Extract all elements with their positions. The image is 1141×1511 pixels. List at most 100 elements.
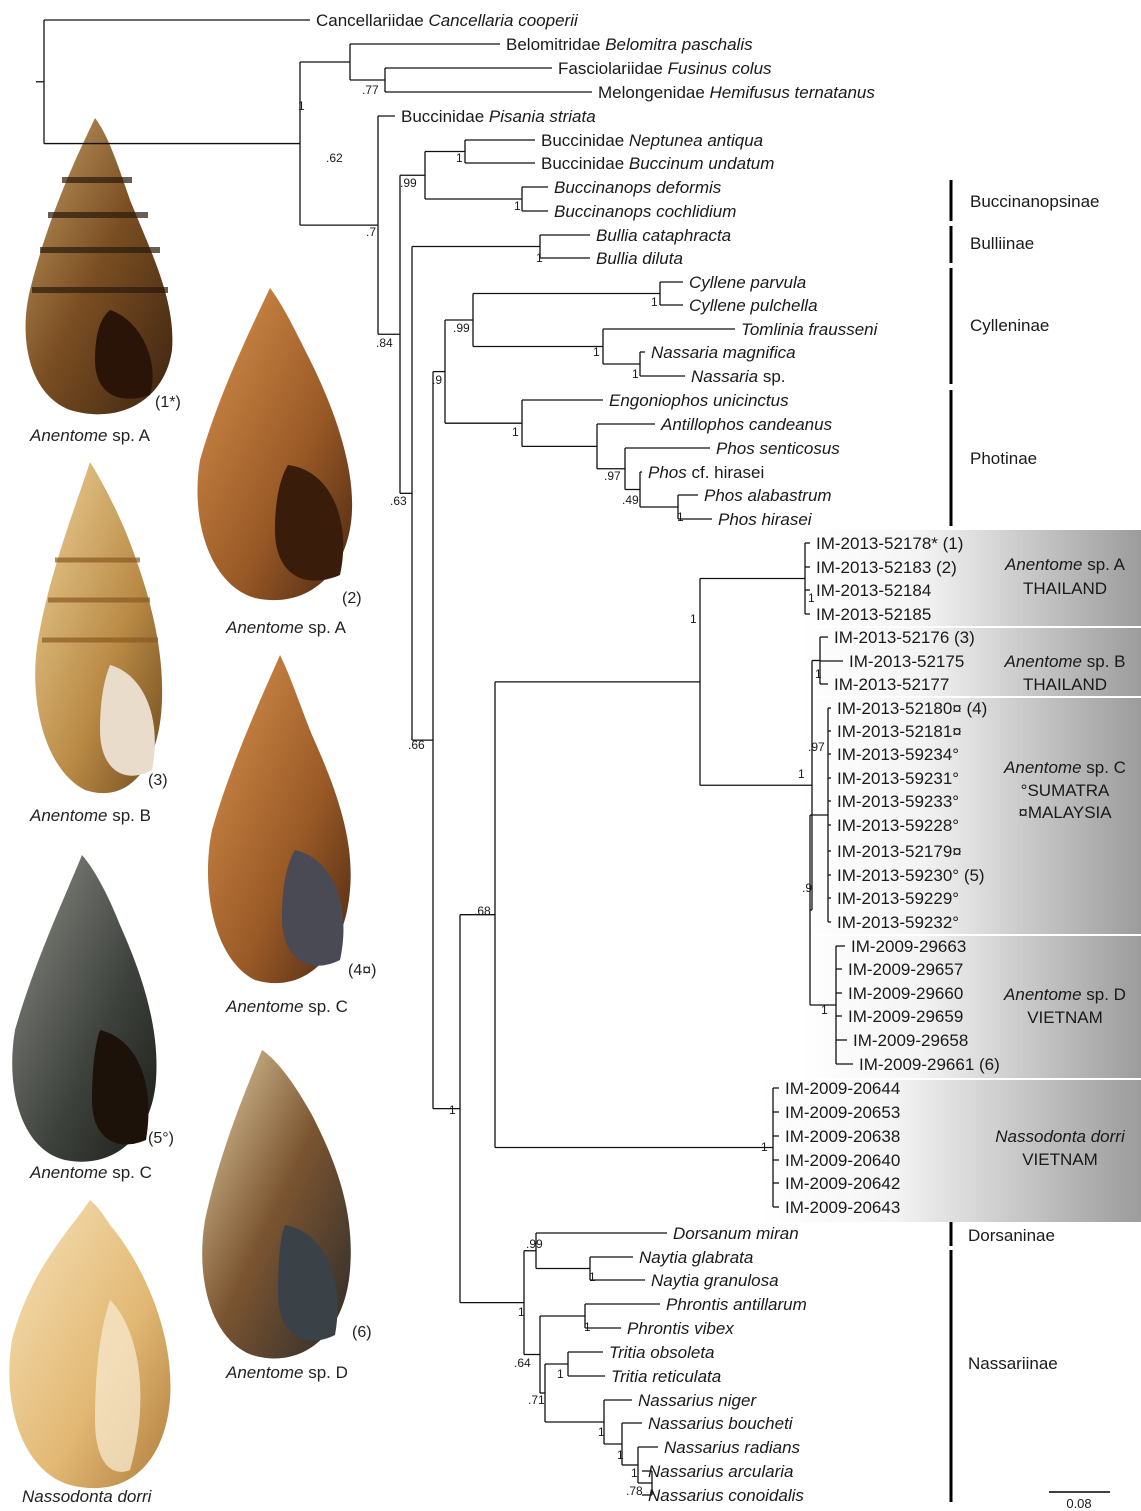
tip-label: IM-2013-52181¤ xyxy=(837,722,962,741)
support-value: 1 xyxy=(584,1320,591,1334)
tip-label: Phrontis antillarum xyxy=(666,1295,807,1314)
shell-caption: Anentome sp. D xyxy=(226,1363,348,1383)
tip-label: Nassarius arcularia xyxy=(648,1462,794,1481)
support-value: 1 xyxy=(589,1270,596,1284)
clade-label-nassodonta: Nassodonta dorri xyxy=(995,1127,1126,1146)
tip-label: Phos alabastrum xyxy=(704,486,832,505)
tip-label: Buccinanops cochlidium xyxy=(554,202,736,221)
subfamily-label: Dorsaninae xyxy=(968,1226,1055,1245)
tip-label: Phos cf. hirasei xyxy=(648,463,764,482)
shell-image-3 xyxy=(35,462,162,793)
support-value: 1 xyxy=(815,667,822,681)
tip-label: Fasciolariidae Fusinus colus xyxy=(558,59,772,78)
tip-label: Tritia obsoleta xyxy=(609,1343,715,1362)
support-value: .62 xyxy=(326,151,343,165)
support-value: .49 xyxy=(622,493,639,507)
tip-label: IM-2013-52175 xyxy=(849,652,964,671)
tip-label: Phos hirasei xyxy=(718,510,813,529)
tip-label: Nassarius niger xyxy=(638,1391,757,1410)
clade-region-nassodonta: VIETNAM xyxy=(1022,1150,1098,1169)
support-value: 1 xyxy=(631,1466,638,1480)
support-value: .71 xyxy=(528,1393,545,1407)
shell-image-7 xyxy=(9,1200,170,1488)
tip-label: Buccinidae Buccinum undatum xyxy=(541,154,774,173)
shell-image-2 xyxy=(197,288,352,600)
tip-label: Tritia reticulata xyxy=(611,1367,721,1386)
clade-label-b: Anentome sp. B xyxy=(1004,652,1126,671)
tip-label: IM-2009-20643 xyxy=(785,1198,900,1217)
support-value: .77 xyxy=(362,83,379,97)
support-value: 1 xyxy=(761,1140,768,1154)
support-value: 1 xyxy=(518,1305,525,1319)
support-value: .7 xyxy=(366,225,376,239)
tip-label: IM-2013-59231° xyxy=(837,769,959,788)
shell-image-1 xyxy=(26,118,173,414)
tip-label: Cancellariidae Cancellaria cooperii xyxy=(316,11,579,30)
shell-caption: Anentome sp. B xyxy=(30,806,151,826)
shell-caption: Anentome sp. C xyxy=(226,997,348,1017)
tip-label: IM-2013-52177 xyxy=(834,675,949,694)
subfamily-label: Photinae xyxy=(970,449,1037,468)
support-value: 1 xyxy=(821,1003,828,1017)
shell-number: (1*) xyxy=(155,394,181,412)
support-value: 1 xyxy=(632,367,639,381)
support-value: .99 xyxy=(526,1237,543,1251)
tip-label: Nassarius boucheti xyxy=(648,1414,794,1433)
subfamily-label: Nassariinae xyxy=(968,1354,1058,1373)
support-value: 1 xyxy=(593,345,600,359)
tip-label: IM-2009-29661 (6) xyxy=(859,1055,1000,1074)
subfamily-label: Buccinanopsinae xyxy=(970,192,1099,211)
tip-label: Nassaria sp. xyxy=(691,367,786,386)
support-value: .66 xyxy=(408,738,425,752)
support-value: .99 xyxy=(400,176,417,190)
tip-label: Nassaria magnifica xyxy=(651,343,796,362)
tip-label: IM-2013-52185 xyxy=(816,605,931,624)
tip-label: Buccinidae Pisania striata xyxy=(401,107,596,126)
tip-label: Bullia cataphracta xyxy=(596,226,731,245)
tip-label: IM-2013-52179¤ xyxy=(837,842,962,861)
shell-number: (4¤) xyxy=(348,962,376,980)
support-value: 1 xyxy=(449,1103,456,1117)
tip-label: IM-2009-20640 xyxy=(785,1151,900,1170)
shell-number: (6) xyxy=(352,1324,372,1342)
tip-label: IM-2013-52183 (2) xyxy=(816,558,957,577)
tip-label: Dorsanum miran xyxy=(673,1224,799,1243)
tip-labels: Cancellariidae Cancellaria cooperiiBelom… xyxy=(316,11,1000,1505)
tip-label: IM-2009-29660 xyxy=(848,984,963,1003)
shell-image-4 xyxy=(208,655,351,983)
shell-image-5 xyxy=(12,855,156,1162)
tip-label: Melongenidae Hemifusus ternatanus xyxy=(598,83,875,102)
tip-label: Tomlinia frausseni xyxy=(741,320,879,339)
support-value: 1 xyxy=(514,199,521,213)
support-value: 1 xyxy=(298,99,305,113)
tip-label: IM-2013-59232° xyxy=(837,913,959,932)
support-value: 1 xyxy=(512,425,519,439)
shell-illustrations xyxy=(9,118,352,1488)
support-value: 1 xyxy=(456,151,463,165)
tip-label: IM-2013-59229° xyxy=(837,889,959,908)
scale-bar-label: 0.08 xyxy=(1066,1496,1091,1511)
support-value: .97 xyxy=(808,740,825,754)
support-value: .97 xyxy=(604,469,621,483)
clade-region-a: THAILAND xyxy=(1023,579,1107,598)
shell-caption: Anentome sp. A xyxy=(226,618,346,638)
tip-label: IM-2009-29663 xyxy=(851,937,966,956)
tip-label: Naytia granulosa xyxy=(651,1271,779,1290)
support-value: 1 xyxy=(690,612,697,626)
shell-number: (5°) xyxy=(148,1130,174,1148)
shell-number: (2) xyxy=(342,590,362,608)
support-value: 1 xyxy=(651,295,658,309)
support-value: .9 xyxy=(432,373,442,387)
shell-caption: Nassodonta dorri xyxy=(22,1487,151,1507)
support-value: 1 xyxy=(798,767,805,781)
support-value: 1 xyxy=(808,591,815,605)
tip-label: IM-2013-59233° xyxy=(837,792,959,811)
tip-label: IM-2009-20642 xyxy=(785,1174,900,1193)
support-value: .64 xyxy=(514,1356,531,1370)
tip-label: Nassarius radians xyxy=(664,1438,801,1457)
clade-label-d: Anentome sp. D xyxy=(1003,985,1126,1004)
tip-label: IM-2013-59234° xyxy=(837,745,959,764)
tip-label: Belomitridae Belomitra paschalis xyxy=(506,35,753,54)
clade-region-b: THAILAND xyxy=(1023,675,1107,694)
